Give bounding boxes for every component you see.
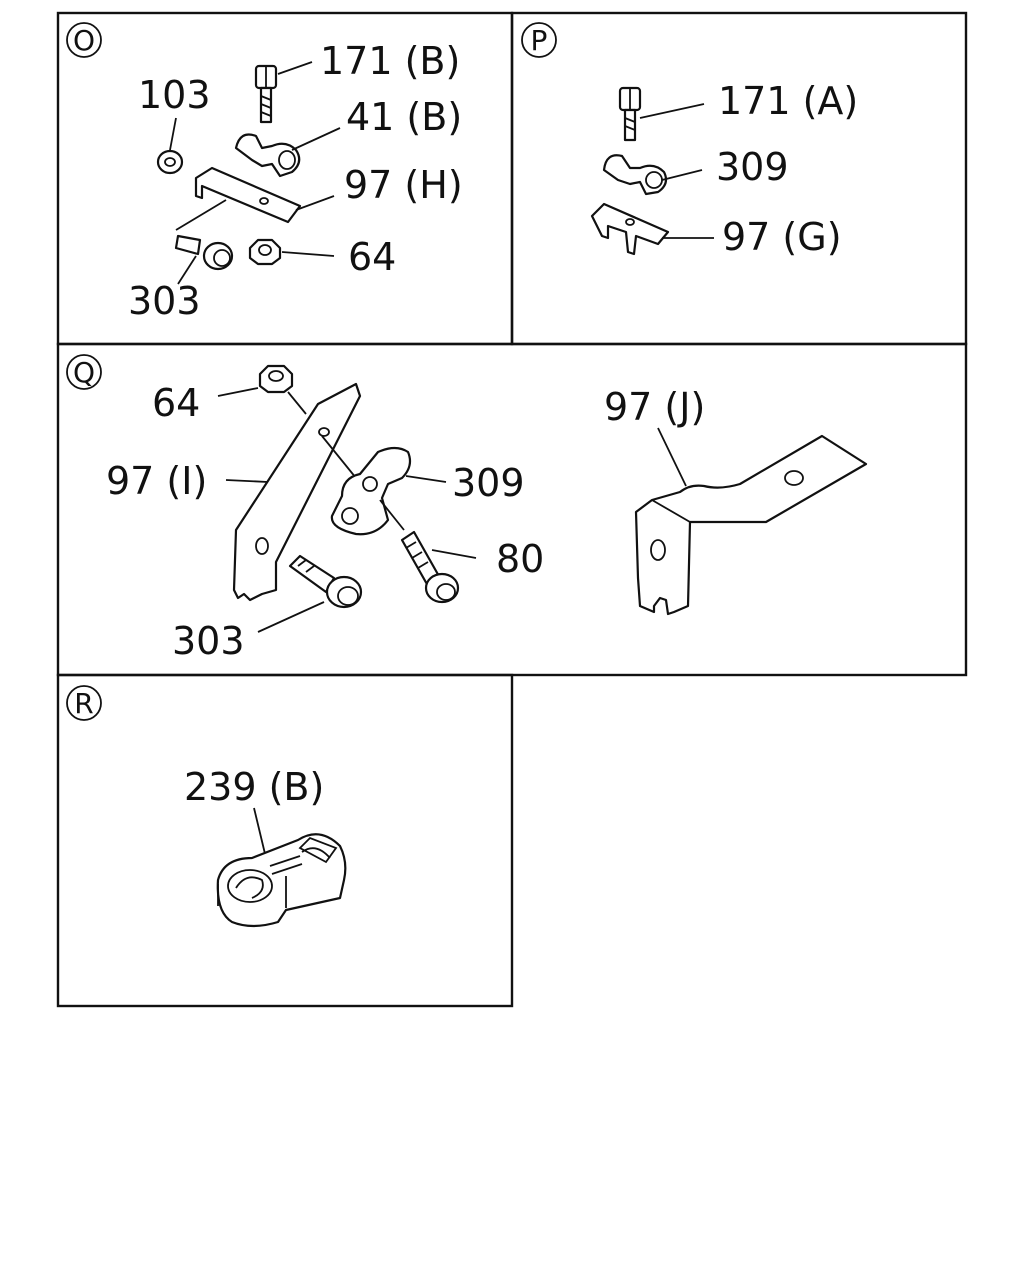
bolt-171a <box>618 86 642 142</box>
bolt-303-q <box>288 554 363 609</box>
clip-239b <box>216 833 347 928</box>
nut-64-o <box>248 238 282 266</box>
bolt-303-o <box>174 234 234 271</box>
panel-p-badge-text: P <box>531 24 548 57</box>
label-o-303: 303 <box>128 279 201 323</box>
panel-o-badge-text: O <box>73 24 95 57</box>
clip-309-q <box>330 446 412 536</box>
bolt-80 <box>400 530 460 604</box>
bracket-97i <box>232 382 362 602</box>
bolt-171b <box>254 64 278 124</box>
clip-309-p <box>602 154 668 196</box>
bracket-97h <box>194 166 302 224</box>
label-o-41b: 41 (B) <box>346 95 462 139</box>
label-q-97i: 97 (I) <box>106 459 207 503</box>
panel-r-frame <box>56 673 514 1008</box>
label-q-97j: 97 (J) <box>604 385 705 429</box>
label-q-64: 64 <box>152 381 200 425</box>
label-q-303: 303 <box>172 619 245 663</box>
label-p-97g: 97 (G) <box>722 215 842 259</box>
bracket-97j <box>634 434 868 616</box>
panel-p: P 171 (A) 309 97 (G) <box>521 22 858 259</box>
bracket-97g <box>590 202 670 256</box>
label-p-309: 309 <box>716 145 789 189</box>
label-q-80: 80 <box>496 537 544 581</box>
label-o-64: 64 <box>348 235 396 279</box>
washer-103 <box>156 149 184 175</box>
panel-q-badge: Q <box>66 354 102 390</box>
panel-r-badge: R <box>66 685 102 721</box>
clip-41b <box>234 133 301 178</box>
panel-o: O 171 (B) 41 (B) 103 <box>66 22 463 323</box>
label-r-239b: 239 (B) <box>184 765 324 809</box>
label-q-309: 309 <box>452 461 525 505</box>
nut-64-q <box>258 364 294 394</box>
label-o-97h: 97 (H) <box>344 163 463 207</box>
panel-r: R 239 (B) <box>66 685 347 928</box>
panel-q-badge-text: Q <box>73 356 95 389</box>
label-o-103: 103 <box>138 73 211 117</box>
panel-o-badge: O <box>66 22 102 58</box>
label-o-171b: 171 (B) <box>320 39 460 83</box>
panel-r-badge-text: R <box>74 687 93 720</box>
label-p-171a: 171 (A) <box>718 79 858 123</box>
panel-frames <box>56 11 968 1008</box>
panel-p-badge: P <box>521 22 557 58</box>
panel-q: Q 64 97 (I) 309 <box>66 354 868 663</box>
